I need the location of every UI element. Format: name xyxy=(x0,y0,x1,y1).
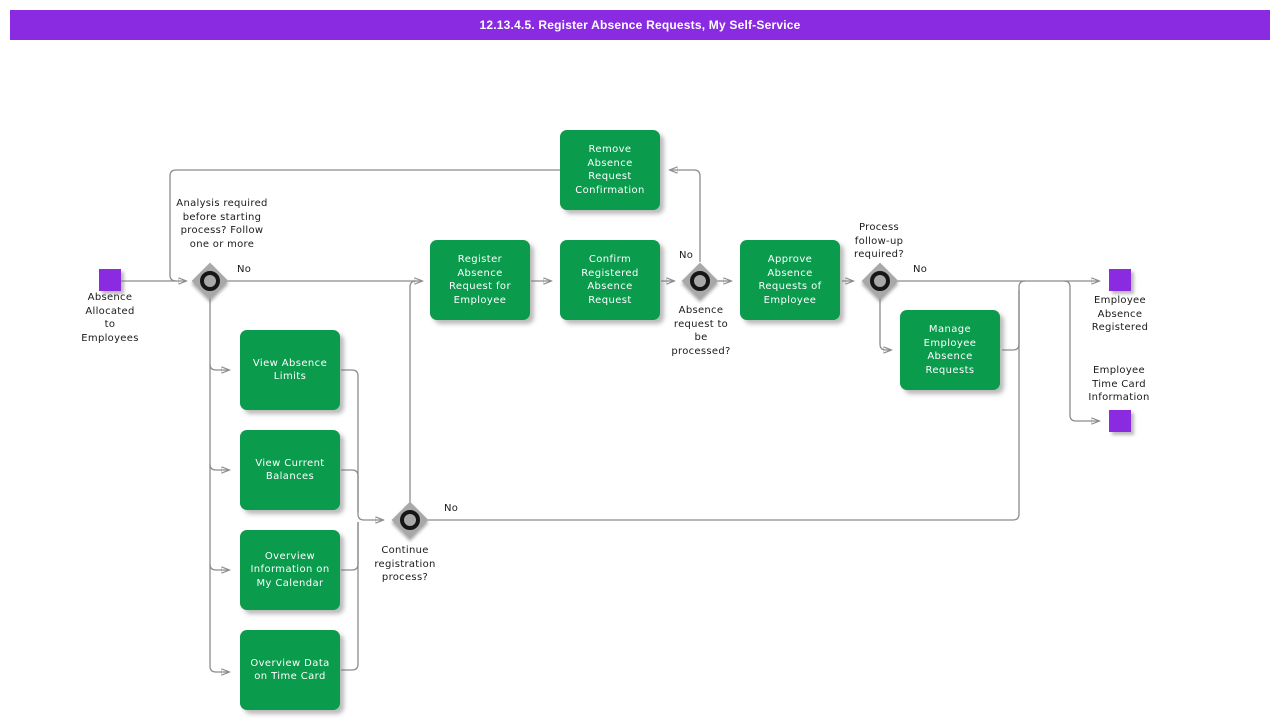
task-manage-employee-absence-requests[interactable]: Manage Employee Absence Requests xyxy=(900,310,1000,390)
gateway-continue-question: Continue registration process? xyxy=(374,545,436,583)
task-label: Remove Absence Request Confirmation xyxy=(575,144,645,196)
task-view-absence-limits[interactable]: View Absence Limits xyxy=(240,330,340,410)
end-event-timecard-label: Employee Time Card Information xyxy=(1088,365,1150,403)
title-bar: 12.13.4.5. Register Absence Requests, My… xyxy=(10,10,1270,40)
task-label: Overview Information on My Calendar xyxy=(250,550,330,589)
task-overview-data-time-card[interactable]: Overview Data on Time Card xyxy=(240,630,340,710)
page-title: 12.13.4.5. Register Absence Requests, My… xyxy=(479,18,801,32)
gateway-continue-no-label: No xyxy=(444,503,459,514)
gateway-analysis-no-label: No xyxy=(237,264,252,275)
edge-followup-yes-to-manage xyxy=(879,299,891,350)
edge-analysis-down-to-overview-timecard xyxy=(209,299,229,672)
task-label: Manage Employee Absence Requests xyxy=(923,324,977,376)
task-overview-information-my-calendar[interactable]: Overview Information on My Calendar xyxy=(240,530,340,610)
edge-manage-to-merge xyxy=(1002,290,1020,351)
task-label: Overview Data on Time Card xyxy=(250,657,330,683)
gateway-followup-no-label: No xyxy=(913,264,928,275)
task-label: View Absence Limits xyxy=(252,357,328,383)
end-event-absence-registered[interactable] xyxy=(1109,269,1131,291)
gateway-analysis-question: Analysis required before starting proces… xyxy=(176,198,268,250)
edge-view-balances-merge xyxy=(341,469,359,512)
end-event-timecard-information[interactable] xyxy=(1109,410,1131,432)
gateway-processed-no-label: No xyxy=(679,250,694,261)
edge-continue-yes-up-to-register xyxy=(409,280,417,503)
edge-branch-to-view-limits xyxy=(209,363,229,370)
task-confirm-registered-absence-request[interactable]: Confirm Registered Absence Request xyxy=(560,240,660,320)
gateway-circle-icon xyxy=(870,271,890,291)
task-label: Confirm Registered Absence Request xyxy=(581,254,639,306)
edge-branch-to-overview-calendar xyxy=(209,563,229,570)
edge-branch-to-view-balances xyxy=(209,463,229,470)
start-event-absence-allocated[interactable] xyxy=(99,269,121,291)
start-event-label: Absence Allocated to Employees xyxy=(81,292,139,344)
task-label: Approve Absence Requests of Employee xyxy=(758,254,822,306)
task-label: View Current Balances xyxy=(255,457,325,483)
gateway-followup-question: Process follow-up required? xyxy=(854,222,904,260)
gateway-circle-icon xyxy=(400,510,420,530)
task-register-absence-request[interactable]: Register Absence Request for Employee xyxy=(430,240,530,320)
task-view-current-balances[interactable]: View Current Balances xyxy=(240,430,340,510)
task-label: Register Absence Request for Employee xyxy=(449,254,511,306)
edge-view-limits-to-continue-gateway xyxy=(341,369,383,520)
task-approve-absence-requests[interactable]: Approve Absence Requests of Employee xyxy=(740,240,840,320)
end-event-absence-registered-label: Employee Absence Registered xyxy=(1091,295,1149,333)
gateway-circle-icon xyxy=(690,271,710,291)
gateway-processed-question: Absence request to be processed? xyxy=(671,305,731,357)
task-remove-absence-request-confirmation[interactable]: Remove Absence Request Confirmation xyxy=(560,130,660,210)
gateway-circle-icon xyxy=(200,271,220,291)
